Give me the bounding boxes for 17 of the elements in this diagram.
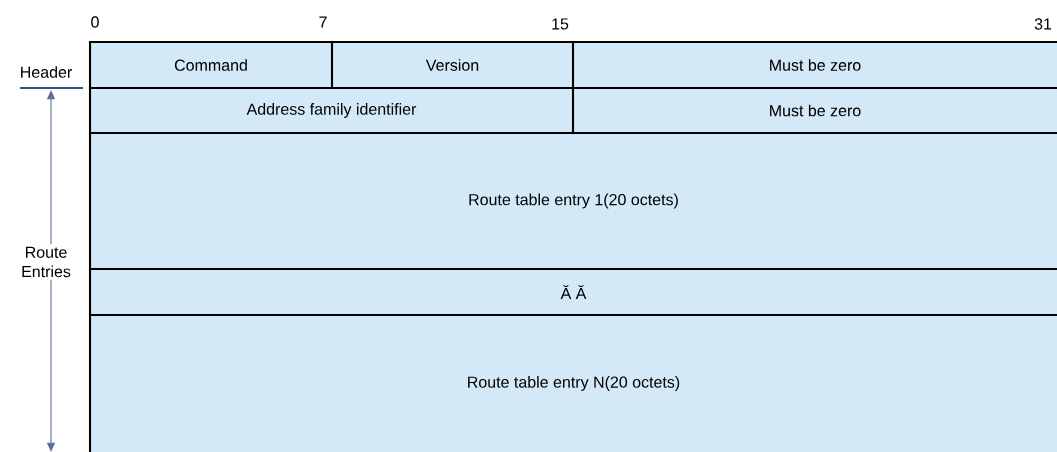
node-label: Ă Ă (560, 285, 587, 299)
field-cell: Must be zero (573, 88, 1057, 133)
field-cell: Address family identifier (90, 88, 573, 133)
field-cell: Command (90, 42, 332, 88)
section-label: Route Entries (10, 244, 82, 280)
section-label: Header (21, 66, 72, 78)
field-cell: Version (332, 42, 573, 88)
node-label: Route table entry 1(20 octets) (469, 193, 678, 209)
node-label: Must be zero (770, 104, 861, 117)
node-label: Version (425, 59, 479, 71)
bit-number: 15 (552, 18, 569, 30)
field-cell: Ă Ă (90, 269, 1057, 315)
node-label: Command (174, 59, 247, 71)
node-label: Address family identifier (246, 103, 417, 118)
node-label: Route table entry N(20 octets) (468, 376, 680, 391)
node-label: Must be zero (770, 59, 861, 71)
bit-number: 7 (319, 16, 327, 28)
